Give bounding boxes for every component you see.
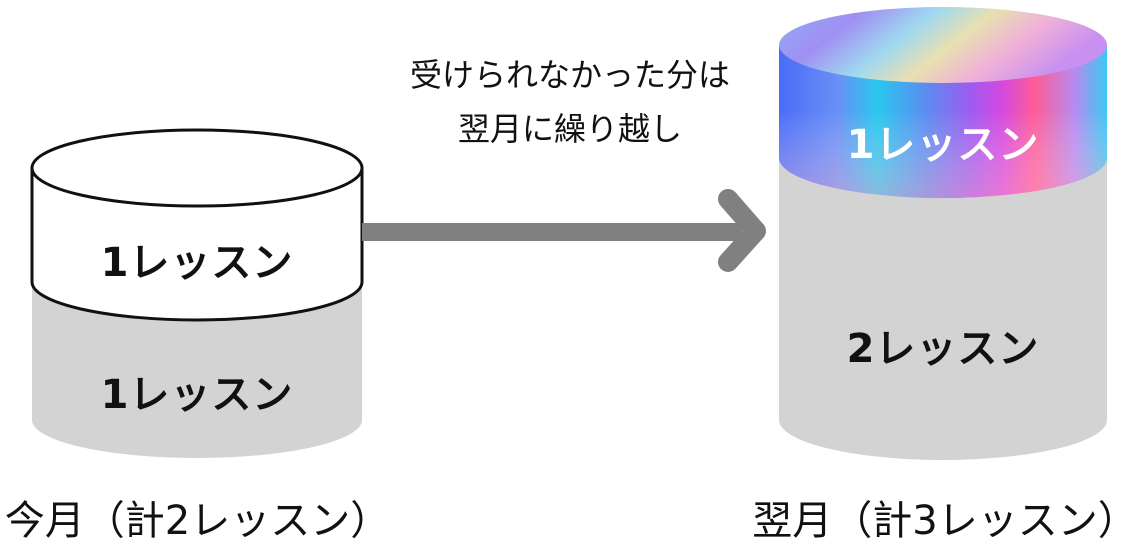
right-top-segment-label: 1レッスン (846, 122, 1040, 168)
note-line-2: 翌月に繰り越し (457, 110, 682, 148)
left-top-segment-shape (30, 166, 364, 322)
right-top-ellipse (779, 7, 1107, 83)
left-bottom-segment-shape (32, 270, 362, 458)
left-caption: 今月（計2レッスン） (4, 498, 391, 544)
left-cylinder (30, 128, 364, 458)
left-top-segment-label: 1レッスン (100, 240, 294, 286)
right-cylinder (779, 7, 1107, 460)
right-top-segment-tint (779, 110, 1107, 198)
arrow-icon (362, 189, 766, 272)
right-bottom-segment-label: 2レッスン (846, 326, 1040, 372)
left-bottom-segment-label: 1レッスン (100, 372, 294, 418)
right-bottom-segment-shape (779, 160, 1107, 460)
right-caption: 翌月（計3レッスン） (752, 498, 1138, 544)
note-line-1: 受けられなかった分は (409, 56, 730, 94)
left-top-ellipse (30, 128, 364, 208)
carryover-note: 受けられなかった分は 翌月に繰り越し (370, 48, 770, 156)
